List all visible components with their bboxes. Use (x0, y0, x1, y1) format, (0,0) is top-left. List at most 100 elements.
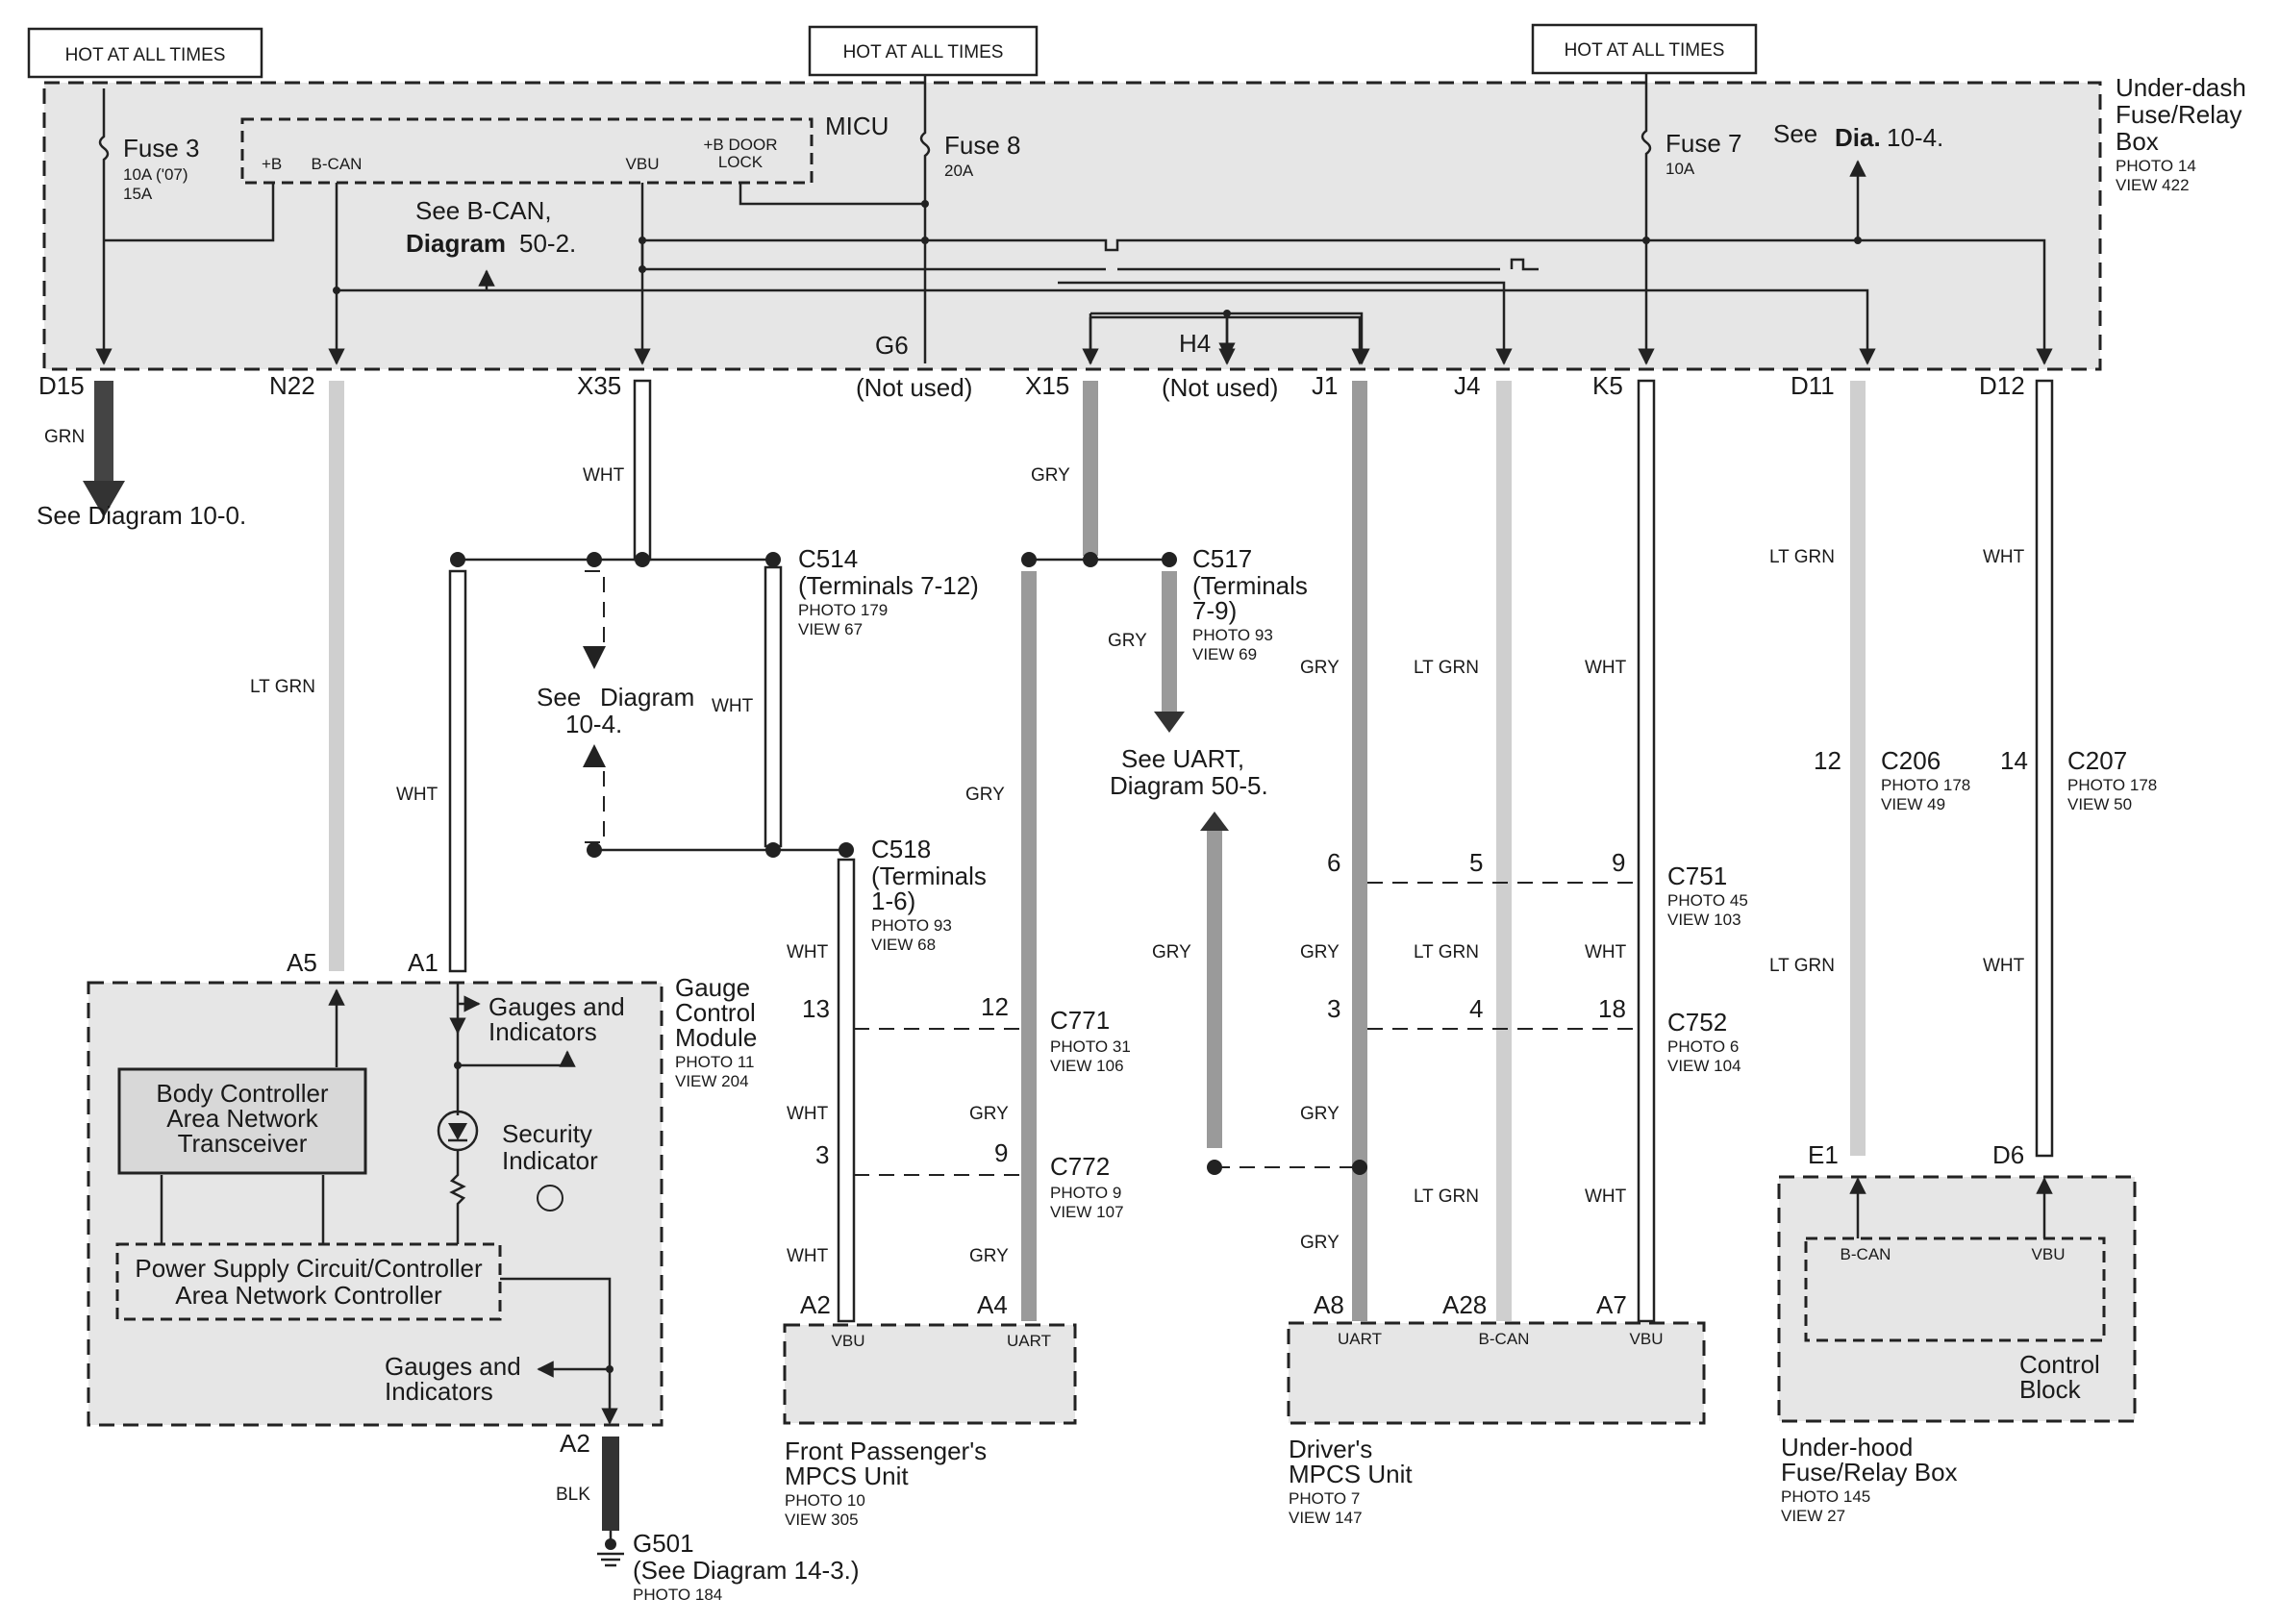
svg-text:GRY: GRY (1108, 631, 1147, 651)
svg-text:GRN: GRN (44, 427, 85, 447)
svg-text:VBU: VBU (832, 1332, 865, 1350)
svg-text:Indicator: Indicator (502, 1146, 598, 1175)
svg-text:PHOTO 7: PHOTO 7 (1289, 1489, 1360, 1508)
svg-text:WHT: WHT (1585, 658, 1627, 678)
svg-text:Fuse/Relay Box: Fuse/Relay Box (1781, 1458, 1958, 1487)
svg-text:VIEW 103: VIEW 103 (1667, 911, 1741, 929)
fuse-8: Fuse 8 20A (919, 75, 1021, 363)
underdash-box-label: Under-dash Fuse/Relay Box PHOTO 14 VIEW … (2116, 73, 2246, 194)
gauges-indicators-bottom: Gauges and Indicators (385, 1352, 521, 1406)
svg-text:10-4.: 10-4. (565, 710, 622, 738)
svg-text:7-9): 7-9) (1192, 596, 1237, 625)
svg-text:Fuse 8: Fuse 8 (944, 131, 1021, 160)
svg-text:VIEW 69: VIEW 69 (1192, 645, 1257, 663)
wire-k5-wht: WHT WHT WHT (1585, 379, 1656, 1323)
fuse-7: Fuse 7 10A (1638, 73, 1742, 365)
svg-text:(See Diagram 14-3.): (See Diagram 14-3.) (633, 1556, 860, 1585)
svg-text:A2: A2 (800, 1290, 831, 1319)
underdash-internal-wiring (104, 160, 2053, 365)
micu-pin-doorlock-1: +B DOOR (704, 136, 778, 154)
svg-text:H4: H4 (1179, 329, 1211, 358)
svg-text:WHT: WHT (583, 465, 625, 486)
svg-text:Diagram: Diagram (406, 229, 506, 258)
svg-text:A28: A28 (1442, 1290, 1487, 1319)
svg-text:A2: A2 (560, 1429, 590, 1458)
svg-text:PHOTO 9: PHOTO 9 (1050, 1184, 1121, 1202)
svg-text:C752: C752 (1667, 1008, 1727, 1037)
svg-text:J1: J1 (1312, 371, 1338, 400)
svg-text:Diagram: Diagram (600, 683, 694, 712)
svg-text:Box: Box (2116, 127, 2159, 156)
svg-text:A5: A5 (287, 948, 317, 977)
wire-c517-gry-arrow: GRY (1108, 571, 1185, 733)
svg-text:X15: X15 (1025, 371, 1069, 400)
c751-connector: 6 5 9 C751 PHOTO 45 VIEW 103 (1327, 848, 1748, 929)
security-indicator: Security Indicator (437, 1110, 598, 1212)
svg-text:VBU: VBU (2032, 1245, 2066, 1263)
svg-text:PHOTO 31: PHOTO 31 (1050, 1037, 1131, 1056)
svg-text:20A: 20A (944, 162, 974, 180)
svg-text:B-CAN: B-CAN (1479, 1330, 1530, 1348)
svg-text:4: 4 (1469, 994, 1483, 1023)
c206-connector: 12 C206 PHOTO 178 VIEW 49 (1814, 746, 1970, 813)
hot-at-all-times-1: HOT AT ALL TIMES (27, 27, 263, 79)
micu-pin-bcan: B-CAN (312, 155, 363, 173)
svg-text:WHT: WHT (1983, 547, 2025, 567)
power-supply-circuit-can-controller: Power Supply Circuit/Controller Area Net… (115, 1242, 502, 1321)
svg-text:C772: C772 (1050, 1152, 1110, 1181)
svg-text:D15: D15 (38, 371, 85, 400)
svg-text:D6: D6 (1992, 1140, 2024, 1169)
wire-c514-c518-wht: WHT (712, 565, 783, 848)
front-passenger-mpcs-label: A2 A4 VBU UART Front Passenger's MPCS Un… (785, 1290, 1051, 1529)
svg-text:C207: C207 (2067, 746, 2127, 775)
svg-text:VIEW 106: VIEW 106 (1050, 1057, 1124, 1075)
svg-text:WHT: WHT (1983, 956, 2025, 976)
gauge-internal-wiring (160, 983, 618, 1425)
c772-connector: 3 9 C772 PHOTO 9 VIEW 107 (815, 1138, 1124, 1221)
wire-uart-return-gry: GRY (1152, 812, 1229, 1148)
svg-text:WHT: WHT (787, 1104, 829, 1124)
svg-text:WHT: WHT (1585, 942, 1627, 962)
svg-text:VBU: VBU (1630, 1330, 1664, 1348)
wire-a2-blk-ground: BLK (556, 1437, 624, 1567)
svg-text:Driver's: Driver's (1289, 1435, 1372, 1463)
wire-n22-ltgrn: LT GRN (250, 381, 344, 971)
svg-text:PHOTO 93: PHOTO 93 (871, 916, 952, 935)
svg-text:Power Supply Circuit/Controlle: Power Supply Circuit/Controller (135, 1254, 483, 1283)
svg-text:PHOTO 145: PHOTO 145 (1781, 1487, 1870, 1506)
svg-text:C206: C206 (1881, 746, 1941, 775)
svg-text:Control: Control (675, 998, 756, 1027)
svg-text:A1: A1 (408, 948, 438, 977)
wire-a1-wht: WHT (396, 569, 467, 973)
svg-text:13: 13 (802, 994, 830, 1023)
c207-connector: 14 C207 PHOTO 178 VIEW 50 (2000, 746, 2157, 813)
c518-junction: C518 (Terminals 1-6) PHOTO 93 VIEW 68 (587, 835, 987, 954)
svg-text:(Not used): (Not used) (1162, 373, 1278, 402)
svg-text:LT GRN: LT GRN (1414, 942, 1479, 962)
svg-text:Gauges and: Gauges and (488, 992, 625, 1021)
hot-at-all-times-3: HOT AT ALL TIMES (1531, 23, 1758, 75)
svg-text:See: See (1773, 119, 1817, 148)
svg-text:G501: G501 (633, 1529, 694, 1558)
micu-label: MICU (825, 112, 889, 140)
svg-text:PHOTO 178: PHOTO 178 (2067, 776, 2157, 794)
svg-text:Under-dash: Under-dash (2116, 73, 2246, 102)
control-block-box (1804, 1237, 2106, 1342)
svg-text:Fuse 7: Fuse 7 (1665, 129, 1742, 158)
svg-text:Transceiver: Transceiver (178, 1129, 308, 1158)
svg-text:GRY: GRY (965, 785, 1005, 805)
svg-text:3: 3 (815, 1140, 829, 1169)
svg-text:5: 5 (1469, 848, 1483, 877)
svg-text:D12: D12 (1979, 371, 2025, 400)
svg-text:Area Network: Area Network (166, 1104, 318, 1133)
svg-text:50-2.: 50-2. (519, 229, 576, 258)
svg-text:HOT AT ALL TIMES: HOT AT ALL TIMES (65, 45, 226, 65)
svg-text:C518: C518 (871, 835, 931, 863)
svg-text:Gauges and: Gauges and (385, 1352, 521, 1381)
svg-text:18: 18 (1598, 994, 1626, 1023)
svg-text:A7: A7 (1596, 1290, 1627, 1319)
svg-text:15A: 15A (123, 185, 153, 203)
wire-d12-wht: WHT WHT (1983, 379, 2054, 1158)
svg-text:G6: G6 (875, 331, 909, 360)
gauge-control-module-label: Gauge Control Module PHOTO 11 VIEW 204 A… (287, 948, 757, 1458)
